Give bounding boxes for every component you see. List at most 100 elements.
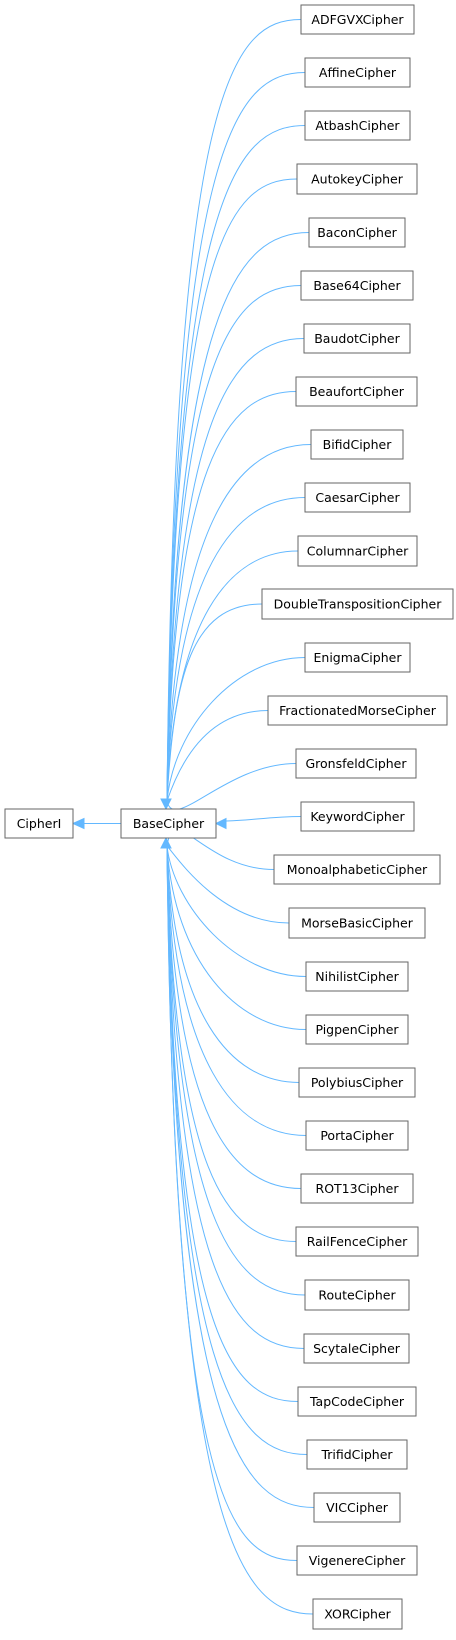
node-bifidcipher[interactable]: BifidCipher [310, 429, 404, 460]
node-label: AffineCipher [319, 65, 397, 80]
node-rot13cipher[interactable]: ROT13Cipher [300, 1173, 414, 1204]
edge-railfencecipher [166, 845, 297, 1242]
edge-keywordcipher [223, 816, 302, 822]
node-viccipher[interactable]: VICCipher [313, 1492, 401, 1523]
node-railfencecipher[interactable]: RailFenceCipher [295, 1226, 419, 1257]
node-tapcodecipher[interactable]: TapCodeCipher [297, 1386, 417, 1417]
edge-trifidcipher [166, 845, 308, 1455]
node-label: NihilistCipher [315, 969, 399, 984]
node-label: ADFGVXCipher [311, 12, 404, 27]
node-label: CaesarCipher [315, 490, 400, 505]
node-label: FractionatedMorseCipher [279, 703, 437, 718]
node-baconcipher[interactable]: BaconCipher [308, 217, 406, 248]
edge-vigenerecipher [166, 845, 298, 1561]
node-baudotcipher[interactable]: BaudotCipher [303, 323, 411, 354]
node-monoalphabeticcipher[interactable]: MonoalphabeticCipher [273, 854, 441, 885]
node-scytalecipher[interactable]: ScytaleCipher [303, 1333, 410, 1364]
edge-viccipher [166, 845, 315, 1508]
edge-base64cipher [166, 285, 302, 802]
edge-nihilistcipher [166, 845, 307, 977]
node-adfgvxcipher[interactable]: ADFGVXCipher [300, 4, 415, 35]
node-caesarcipher[interactable]: CaesarCipher [304, 482, 411, 513]
node-label: VigenereCipher [309, 1553, 406, 1568]
edge-atbashcipher [166, 125, 306, 802]
arrowhead-2 [214, 817, 227, 830]
edge-affinecipher [166, 72, 306, 802]
node-nihilistcipher[interactable]: NihilistCipher [305, 961, 409, 992]
node-gronsfeldcipher[interactable]: GronsfeldCipher [295, 748, 417, 779]
arrowhead-cipheri [71, 817, 85, 830]
node-label: PortaCipher [320, 1128, 394, 1143]
edge-routecipher [166, 845, 306, 1296]
node-affinecipher[interactable]: AffineCipher [304, 57, 411, 88]
edge-adfgvxcipher [166, 19, 302, 802]
arrowhead-1 [160, 836, 172, 849]
node-label: CipherI [17, 816, 62, 831]
node-doubletranspositioncipher[interactable]: DoubleTranspositionCipher [261, 588, 454, 620]
node-label: BaconCipher [317, 225, 397, 240]
node-label: VICCipher [326, 1500, 389, 1515]
edge-baconcipher [166, 232, 310, 802]
node-label: RailFenceCipher [307, 1234, 408, 1249]
node-label: BaudotCipher [314, 331, 400, 346]
edge-tapcodecipher [166, 845, 299, 1402]
node-fractionatedmorsecipher[interactable]: FractionatedMorseCipher [267, 695, 448, 726]
node-label: GronsfeldCipher [305, 756, 407, 771]
edge-gronsfeldcipher [166, 763, 297, 810]
edge-doubletranspositioncipher [166, 603, 263, 802]
node-label: PigpenCipher [315, 1022, 399, 1037]
node-label: PolybiusCipher [311, 1075, 404, 1090]
node-routecipher[interactable]: RouteCipher [304, 1279, 410, 1311]
node-atbashcipher[interactable]: AtbashCipher [304, 110, 411, 141]
node-label: ScytaleCipher [313, 1341, 401, 1356]
node-portacipher[interactable]: PortaCipher [305, 1120, 409, 1151]
node-label: DoubleTranspositionCipher [274, 597, 443, 612]
node-label: TrifidCipher [320, 1447, 393, 1462]
node-label: KeywordCipher [310, 809, 405, 824]
node-polybiuscipher[interactable]: PolybiusCipher [298, 1067, 416, 1098]
edge-pigpencipher [166, 845, 307, 1030]
edge-bifidcipher [166, 444, 312, 802]
edge-xorcipher [166, 845, 314, 1615]
node-cipheri[interactable]: CipherI [4, 808, 74, 839]
edge-morsebasiccipher [166, 845, 290, 924]
node-trifidcipher[interactable]: TrifidCipher [306, 1439, 408, 1470]
node-label: AtbashCipher [315, 118, 400, 133]
node-columnarcipher[interactable]: ColumnarCipher [297, 535, 418, 567]
node-label: ColumnarCipher [307, 544, 409, 559]
node-label: MonoalphabeticCipher [287, 862, 428, 877]
node-beaufortcipher[interactable]: BeaufortCipher [295, 376, 418, 407]
edge-portacipher [166, 845, 307, 1136]
node-pigpencipher[interactable]: PigpenCipher [305, 1014, 409, 1045]
node-label: TapCodeCipher [309, 1394, 405, 1409]
node-enigmacipher[interactable]: EnigmaCipher [304, 642, 411, 673]
edge-autokeycipher [166, 178, 298, 802]
node-label: MorseBasicCipher [301, 916, 414, 931]
node-label: Base64Cipher [313, 278, 401, 293]
node-autokeycipher[interactable]: AutokeyCipher [296, 163, 418, 195]
arrowhead-0 [160, 798, 172, 811]
edge-rot13cipher [166, 845, 302, 1189]
edge-enigmacipher [166, 657, 306, 802]
node-basecipher[interactable]: BaseCipher [120, 808, 217, 839]
node-xorcipher[interactable]: XORCipher [312, 1598, 403, 1630]
node-label: AutokeyCipher [311, 172, 404, 187]
node-label: XORCipher [324, 1607, 391, 1622]
edge-polybiuscipher [166, 845, 300, 1083]
edge-scytalecipher [166, 845, 305, 1349]
edge-fractionatedmorsecipher [166, 710, 269, 802]
node-label: EnigmaCipher [314, 650, 403, 665]
node-morsebasiccipher[interactable]: MorseBasicCipher [288, 907, 426, 939]
node-keywordcipher[interactable]: KeywordCipher [300, 801, 415, 832]
node-label: BaseCipher [133, 816, 205, 831]
edge-baudotcipher [166, 338, 305, 802]
node-label: BifidCipher [323, 437, 393, 452]
node-label: RouteCipher [318, 1288, 396, 1303]
node-label: ROT13Cipher [316, 1181, 400, 1196]
subclass-nodes: ADFGVXCipherAffineCipherAtbashCipherAuto… [261, 4, 454, 1630]
node-vigenerecipher[interactable]: VigenereCipher [296, 1545, 418, 1576]
node-base64cipher[interactable]: Base64Cipher [300, 270, 414, 301]
node-label: BeaufortCipher [309, 384, 405, 399]
inheritance-edges [71, 19, 315, 1615]
